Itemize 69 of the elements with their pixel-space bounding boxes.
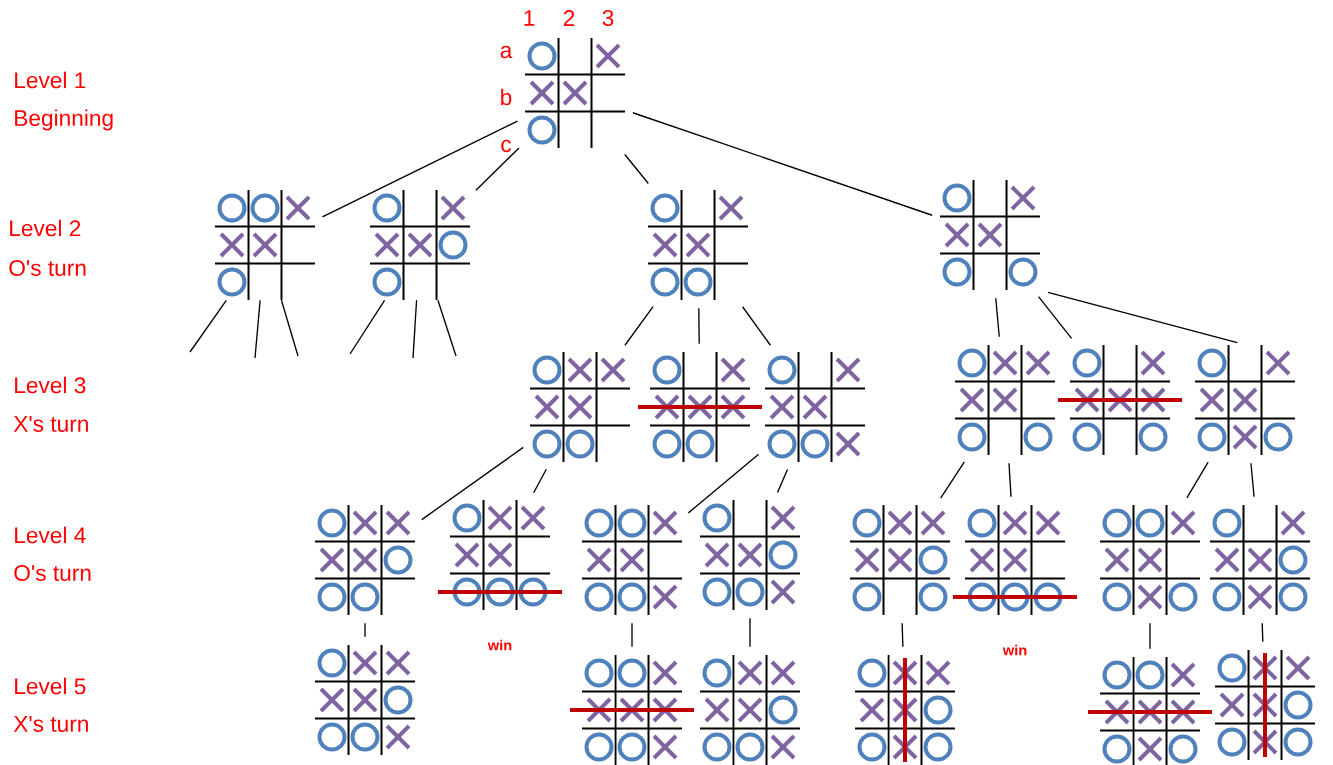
connector-line: [412, 299, 418, 359]
level-label: O's turn: [14, 564, 91, 582]
board-drawing: [581, 504, 683, 616]
caption-text: win: [1002, 644, 1027, 656]
board-drawing: [1209, 504, 1311, 616]
board-drawing: [314, 644, 416, 756]
level-label: Level 4: [15, 526, 86, 544]
level-label: Level 5: [15, 677, 86, 695]
board-drawing: [764, 351, 866, 463]
connector-line: [698, 307, 700, 345]
connector-line: [624, 153, 649, 185]
board-drawing: [854, 654, 956, 765]
connector-line: [189, 299, 227, 353]
board-drawing: [1194, 344, 1296, 456]
board-drawing: [939, 179, 1041, 291]
connector-line: [741, 306, 772, 346]
connector-line: [687, 453, 760, 514]
connector-line: [421, 446, 524, 521]
board-drawing: [849, 504, 951, 616]
level-label: Level 2: [10, 219, 81, 237]
connector-line: [940, 461, 966, 499]
connector-line: [437, 299, 457, 357]
connector-line: [475, 147, 520, 191]
level-label: X's turn: [13, 416, 88, 432]
connector-line: [776, 468, 789, 494]
board-drawing: [314, 504, 416, 616]
connector-line: [624, 306, 654, 346]
connector-line: [995, 297, 1000, 338]
connector-line: [254, 299, 261, 359]
board-drawing: [438, 499, 562, 611]
board-drawing: [529, 351, 631, 463]
board-drawing: [214, 189, 316, 301]
board-drawing: [699, 499, 801, 611]
level-label: X's turn: [13, 716, 88, 732]
board-drawing: [699, 654, 801, 765]
connector-line: [632, 112, 933, 216]
level-label: Level 3: [15, 376, 86, 394]
connector-line: [631, 622, 633, 648]
connector-line: [364, 622, 366, 638]
board-drawing: [1088, 656, 1212, 765]
caption-text: win: [487, 639, 512, 651]
board-drawing: [1099, 504, 1201, 616]
board-drawing: [953, 504, 1077, 616]
connector-line: [901, 622, 904, 648]
connector-line: [1261, 622, 1264, 643]
board-drawing: [954, 344, 1056, 456]
board-drawing: [1214, 649, 1316, 761]
board-drawing: [1058, 344, 1182, 456]
connector-line: [349, 299, 386, 355]
level-label: O's turn: [9, 259, 86, 277]
connector-line: [280, 299, 299, 357]
connector-line: [1047, 291, 1238, 344]
board-drawing: [638, 351, 762, 463]
board-drawing: [524, 37, 626, 149]
connector-line: [321, 120, 519, 218]
connector-line: [749, 617, 751, 648]
connector-line: [1037, 295, 1073, 340]
board-drawing: [570, 654, 694, 765]
level-label: Beginning: [15, 109, 113, 131]
connector-line: [1149, 622, 1151, 650]
axis-label: c: [501, 139, 512, 153]
connector-line: [1250, 462, 1255, 498]
board-drawing: [369, 189, 471, 301]
connector-line: [533, 468, 547, 494]
connector-line: [1008, 462, 1012, 498]
axis-label: b: [501, 88, 512, 106]
connector-line: [1186, 461, 1209, 499]
board-drawing: [647, 189, 749, 301]
level-label: Level 1: [15, 71, 86, 89]
